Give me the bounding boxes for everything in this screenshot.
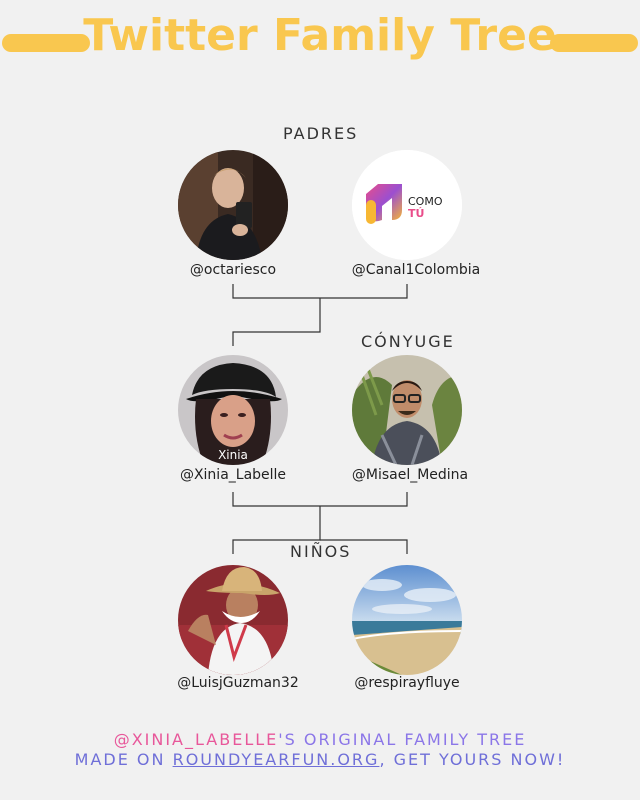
avatar-octariesco[interactable] [178,150,288,260]
footer-line-2-text: , GET YOURS NOW! [379,750,566,769]
logo-text-como: COMO [408,195,443,208]
avatar-xinia-labelle[interactable]: Xinia [178,355,288,465]
photo-caption: Xinia [218,448,248,462]
avatar-luisjguzman32[interactable] [178,565,288,675]
avatar-photo-beach [352,565,462,675]
children-label: NIÑOS [290,542,352,561]
footer-line-1-text: 'S ORIGINAL FAMILY TREE [278,730,527,749]
canal1-logo: COMO TÚ [352,150,462,260]
footer-line-1: @XINIA_LABELLE'S ORIGINAL FAMILY TREE [0,730,640,749]
avatar-misael-medina[interactable] [352,355,462,465]
title-decoration-right [550,34,638,52]
handle-canal1colombia[interactable]: @Canal1Colombia [351,262,481,278]
handle-xinia-labelle[interactable]: @Xinia_Labelle [179,467,287,483]
footer-made-on: MADE ON [74,750,173,769]
handle-respirayfluye[interactable]: @respirayfluye [354,675,460,691]
avatar-photo-man-mirror [178,150,288,260]
avatar-photo-man-straw-hat [178,565,288,675]
footer-line-2: MADE ON ROUNDYEARFUN.ORG, GET YOURS NOW! [0,750,640,769]
handle-luisjguzman32[interactable]: @LuisjGuzman32 [177,675,299,691]
parents-label: PADRES [283,124,359,143]
footer-username[interactable]: @XINIA_LABELLE [113,730,279,749]
avatar-photo-man-glasses [352,355,462,465]
title-decoration-left [2,34,90,52]
avatar-photo-woman-hat: Xinia [178,355,288,465]
avatar-canal1colombia[interactable]: COMO TÚ [352,150,462,260]
handle-misael-medina[interactable]: @Misael_Medina [351,467,469,483]
spouse-label: CÓNYUGE [361,332,455,351]
handle-octariesco[interactable]: @octariesco [189,262,277,278]
page-title: Twitter Family Tree [83,10,557,61]
avatar-respirayfluye[interactable] [352,565,462,675]
footer-site-link[interactable]: ROUNDYEARFUN.ORG [172,750,380,769]
logo-text-tu: TÚ [408,207,424,220]
